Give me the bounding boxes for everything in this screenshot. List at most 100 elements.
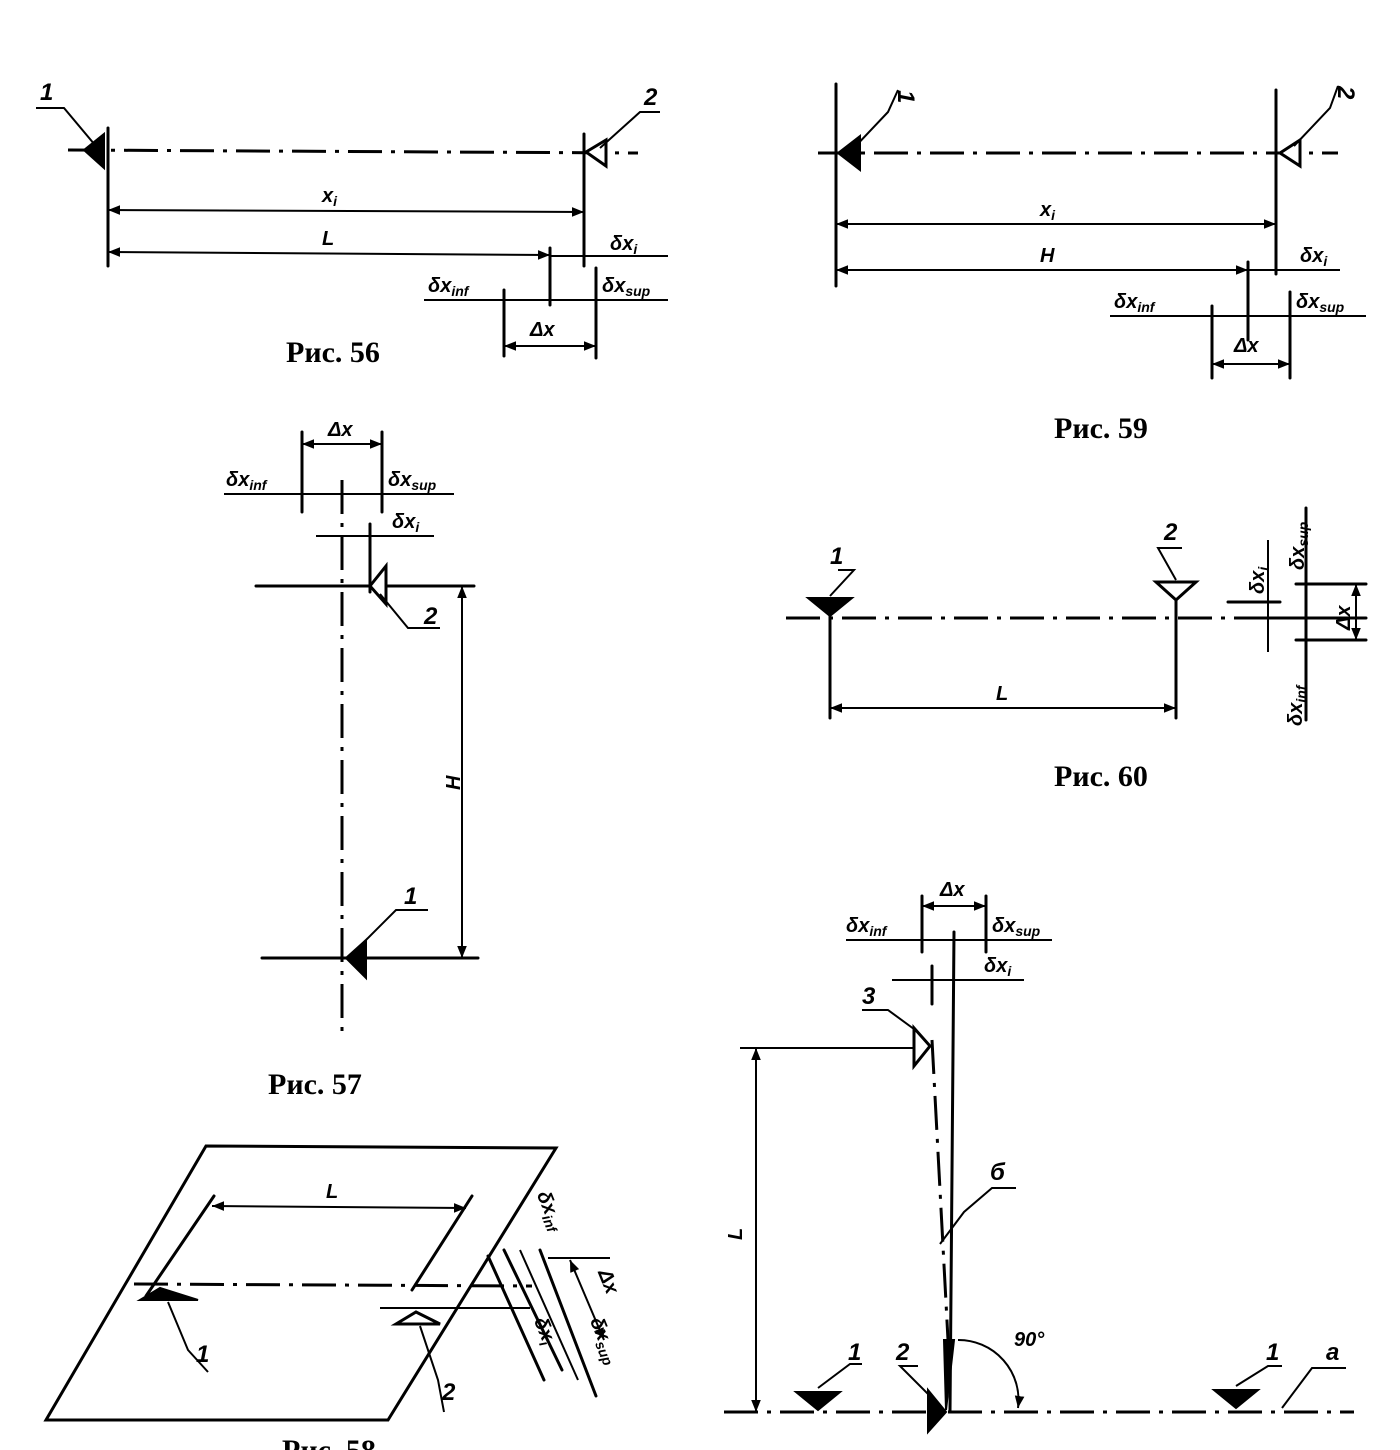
fig58-dim-delta <box>569 1259 605 1341</box>
fig57-leader-1 <box>355 909 428 951</box>
fig58-dxi-line <box>486 1254 546 1382</box>
fig56-dim-L <box>107 247 551 260</box>
fig56-label-xi: xi <box>321 185 338 209</box>
fig61-point1-marker-right <box>1211 1389 1261 1410</box>
fig61-point-a-label: a <box>1326 1339 1339 1366</box>
fig57-leader-2 <box>379 593 440 629</box>
fig58-label-L: L <box>326 1181 338 1203</box>
fig57-point1-label: 1 <box>404 883 417 910</box>
fig58-tolerance-line <box>519 1249 579 1381</box>
fig56-label-dx-inf: δxinf <box>428 275 470 299</box>
fig58-plane <box>43 1144 559 1422</box>
fig61-label-dx-inf: δxinf <box>846 915 888 939</box>
figure-61: 1 2 1 a 3 б L 90° Δx δxinf δxsup δxi <box>724 879 1354 1435</box>
fig60-label-dxi: δxi <box>1247 566 1271 594</box>
fig57-point1-marker-solid <box>344 937 367 981</box>
fig59-label-xi: xi <box>1039 199 1056 223</box>
fig58-label-dx-inf: δxinf <box>530 1188 568 1236</box>
fig58-point1-label: 1 <box>196 1341 209 1368</box>
fig59-point2-label: 2 <box>1332 85 1359 100</box>
fig56-dim-xi <box>107 205 585 217</box>
fig59-label-dx-sup: δxsup <box>1296 291 1345 315</box>
fig59-leader-1 <box>851 89 899 151</box>
fig59-point2-marker-hollow <box>1277 137 1302 169</box>
fig58-leader-2 <box>419 1325 445 1413</box>
fig56-leader-2 <box>599 111 660 149</box>
fig56-point1-marker-solid <box>82 131 105 171</box>
fig57-label-dx-sup: δxsup <box>388 469 437 493</box>
fig56-point2-label: 2 <box>643 84 658 111</box>
fig56-label-dxi: δxi <box>610 233 638 257</box>
fig56-caption: Рис. 56 <box>286 336 380 369</box>
fig57-point2-label: 2 <box>423 603 438 630</box>
fig61-label-dxi: δxi <box>984 955 1012 979</box>
fig61-leader-1-left <box>817 1363 862 1389</box>
fig56-label-L: L <box>322 228 334 250</box>
fig61-point1-label-right: 1 <box>1266 1339 1279 1366</box>
fig61-angle-arc <box>957 1338 1025 1409</box>
fig61-label-L: L <box>725 1228 747 1240</box>
fig57-label-dxi: δxi <box>392 511 420 535</box>
figure-58: 1 2 L δxinf Δx δxi δxsup Рис. 58 <box>43 1144 623 1450</box>
fig56-leader-1 <box>36 107 96 146</box>
fig61-point2-marker <box>927 1387 948 1435</box>
fig58-point2-marker-hollow <box>390 1310 441 1326</box>
fig59-point1-marker-solid <box>836 133 861 173</box>
fig61-point3-marker-hollow <box>912 1024 932 1071</box>
fig58-ext-line-1 <box>144 1194 216 1298</box>
fig60-caption: Рис. 60 <box>1054 760 1148 793</box>
fig61-leader-1-right <box>1235 1365 1282 1387</box>
fig59-point1-label: 1 <box>892 90 919 103</box>
fig56-point1-label: 1 <box>40 79 53 106</box>
fig58-leader-1 <box>167 1301 209 1373</box>
fig61-point-b-label: б <box>990 1159 1006 1186</box>
fig58-inf-tick <box>502 1248 564 1372</box>
fig60-label-delta: Δx <box>1333 605 1355 631</box>
fig61-point3-label: 3 <box>862 983 876 1010</box>
fig60-leader-1 <box>829 569 857 597</box>
figure-59: 1 2 xi H δxi δxinf δxsup Δx Рис. 59 <box>818 82 1366 445</box>
fig61-leader-2 <box>897 1365 939 1405</box>
fig56-label-delta: Δx <box>529 319 555 341</box>
figure-60: 1 2 L δxi δxsup Δx δxinf Рис. 60 <box>786 506 1368 793</box>
fig60-label-L: L <box>996 683 1008 705</box>
figure-57: 2 1 H Δx δxinf δxsup δxi Рис. 57 <box>224 419 480 1101</box>
fig61-label-dx-sup: δxsup <box>992 915 1041 939</box>
fig58-point2-label: 2 <box>441 1379 456 1406</box>
fig59-label-dx-inf: δxinf <box>1114 291 1156 315</box>
fig56-label-dx-sup: δxsup <box>602 275 651 299</box>
fig60-point1-label: 1 <box>830 543 843 570</box>
fig57-label-H: H <box>443 775 465 790</box>
fig58-label-dx-sup: δxsup <box>583 1314 623 1368</box>
fig58-point1-marker-solid <box>136 1286 199 1301</box>
fig58-ext-line-2 <box>410 1194 474 1292</box>
fig61-point1-marker-left <box>793 1391 843 1412</box>
fig59-leader-2 <box>1293 85 1339 147</box>
fig56-center-line <box>67 148 639 155</box>
fig58-center-line <box>133 1282 533 1288</box>
fig61-column-edge <box>942 1339 956 1411</box>
fig59-label-delta: Δx <box>1233 335 1259 357</box>
figure-56: 1 2 xi L δxi δxinf δxsup Δx Рис. 56 <box>36 79 668 369</box>
fig60-point2-label: 2 <box>1163 519 1178 546</box>
fig59-caption: Рис. 59 <box>1054 412 1148 445</box>
fig60-point2-marker-hollow <box>1152 580 1200 603</box>
fig58-label-dxi: δxi <box>527 1314 560 1349</box>
fig61-leader-3 <box>862 1009 919 1033</box>
fig61-inclined-line <box>930 1039 950 1341</box>
fig58-dim-L <box>211 1201 467 1213</box>
fig61-leader-b <box>939 1187 1016 1245</box>
fig58-label-delta: Δx <box>593 1265 623 1298</box>
fig57-label-dx-inf: δxinf <box>226 469 268 493</box>
fig61-vertical-axis <box>948 930 956 1414</box>
fig60-label-dx-sup: δxsup <box>1287 521 1311 570</box>
fig57-label-delta: Δx <box>327 419 353 441</box>
fig57-caption: Рис. 57 <box>268 1068 362 1101</box>
fig56-point2-marker-hollow <box>583 137 608 169</box>
fig61-point1-label-left: 1 <box>848 1339 861 1366</box>
fig59-label-dxi: δxi <box>1300 245 1328 269</box>
fig58-caption: Рис. 58 <box>282 1434 376 1450</box>
fig59-label-H: H <box>1040 245 1055 267</box>
fig58-sup-tick <box>538 1248 598 1398</box>
